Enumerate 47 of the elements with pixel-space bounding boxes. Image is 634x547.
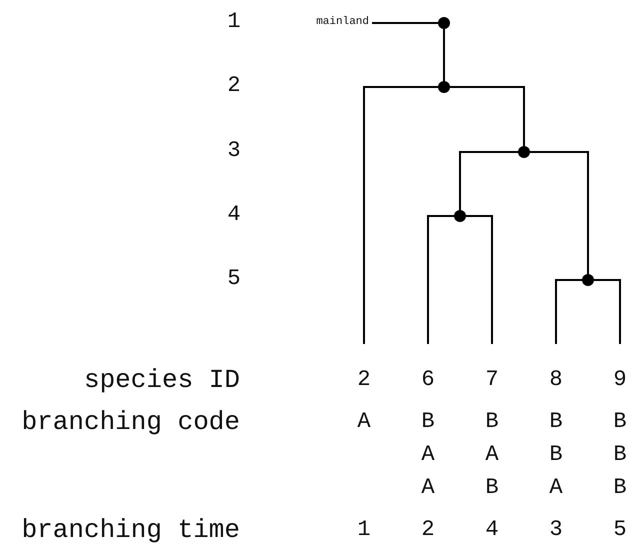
table-value: 6 — [421, 369, 435, 391]
tree-branch-line — [530, 151, 589, 274]
branch-node-dot — [582, 274, 594, 286]
table-value: 2 — [357, 369, 371, 391]
table-value: 9 — [613, 369, 627, 391]
table-value: 3 — [549, 519, 563, 541]
table-value: A — [485, 444, 499, 466]
branch-node-dot — [518, 146, 530, 158]
node-label: mainland — [316, 17, 369, 28]
table-value: 2 — [421, 519, 435, 541]
row-header: branching time — [22, 517, 240, 543]
table-value: B — [485, 477, 499, 499]
table-value: A — [549, 477, 563, 499]
row-header: branching code — [22, 409, 240, 435]
table-value: B — [549, 444, 563, 466]
tree-branch-line — [594, 279, 621, 344]
row-header: species ID — [84, 367, 240, 393]
table-value: B — [613, 444, 627, 466]
time-level-number: 1 — [227, 11, 241, 33]
time-level-number: 2 — [227, 75, 241, 97]
table-value: B — [421, 411, 435, 433]
tree-branch-line — [372, 22, 438, 24]
branch-node-dot — [438, 81, 450, 93]
tree-branch-line — [555, 279, 582, 344]
tree-branch-line — [459, 151, 518, 210]
time-level-number: 5 — [227, 268, 241, 290]
time-level-number: 4 — [227, 204, 241, 226]
tree-branch-line — [427, 215, 454, 344]
table-value: A — [421, 444, 435, 466]
table-value: 4 — [485, 519, 499, 541]
tree-branch-line — [450, 86, 525, 146]
table-value: B — [613, 411, 627, 433]
tree-branch-line — [466, 215, 493, 344]
table-value: A — [357, 411, 371, 433]
table-value: B — [613, 477, 627, 499]
table-value: B — [485, 411, 499, 433]
table-value: 1 — [357, 519, 371, 541]
tree-branch-line — [363, 86, 438, 344]
branch-node-dot — [438, 17, 450, 29]
table-value: 7 — [485, 369, 499, 391]
table-value: 5 — [613, 519, 627, 541]
table-value: B — [549, 411, 563, 433]
time-level-number: 3 — [227, 140, 241, 162]
branch-node-dot — [454, 210, 466, 222]
table-value: A — [421, 477, 435, 499]
tree-branch-line — [443, 29, 445, 81]
table-value: 8 — [549, 369, 563, 391]
